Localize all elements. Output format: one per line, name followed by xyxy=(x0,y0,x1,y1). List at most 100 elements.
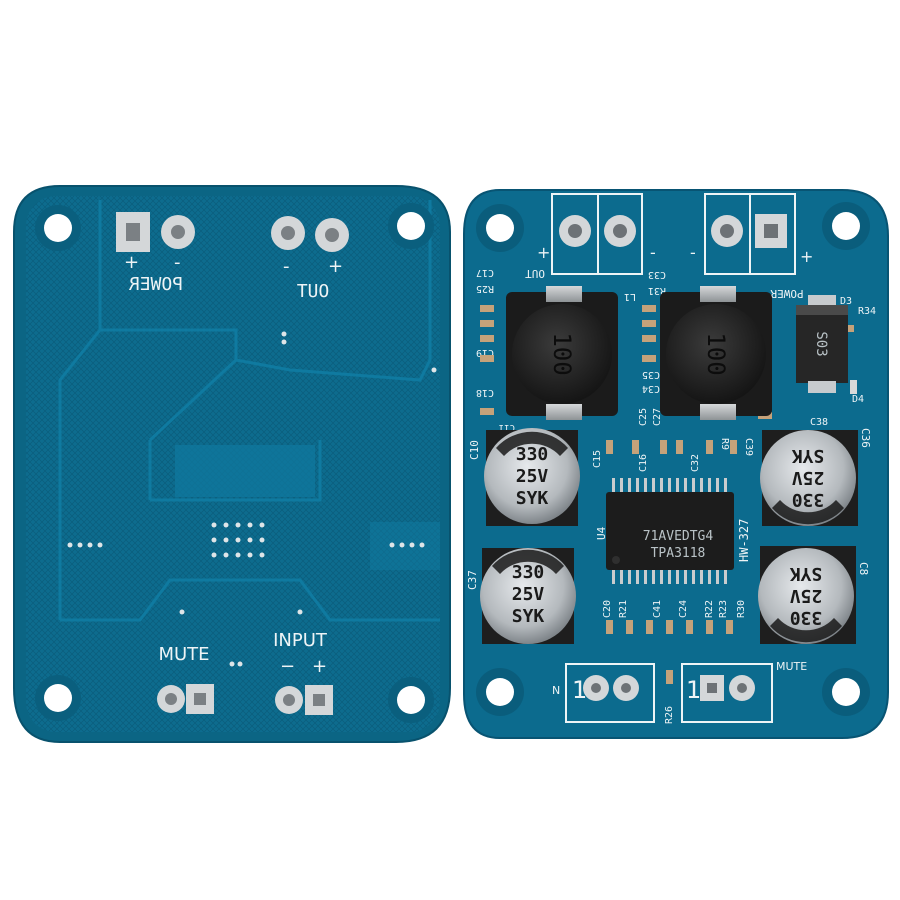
ref-c25: C25 xyxy=(638,408,649,426)
ref-c15: C15 xyxy=(592,450,603,468)
front-mute-label: MUTE xyxy=(776,660,807,673)
front-out-label: OUT xyxy=(525,267,545,280)
front-mute-terminal xyxy=(681,663,773,723)
cap-br-line1: 330 xyxy=(790,607,823,628)
capacitor-bottom-left: 330 25V SYK xyxy=(480,548,576,644)
back-power-plus: + xyxy=(124,252,139,273)
back-trace-outline xyxy=(58,200,440,622)
front-minus-left: - xyxy=(650,243,656,262)
back-out-label: OUT xyxy=(297,281,330,302)
ref-c17: C17 xyxy=(476,267,494,278)
front-minus-right: - xyxy=(690,243,696,262)
ref-c8: C8 xyxy=(857,562,870,575)
front-power-terminal xyxy=(704,193,796,275)
cap-tl-line3: SYK xyxy=(516,488,549,509)
cap-tr-line3: SYK xyxy=(792,445,825,466)
back-input-pads xyxy=(275,685,333,715)
ref-d3: D3 xyxy=(840,296,852,307)
cap-br-line3: SYK xyxy=(790,563,823,584)
ref-c39: C39 xyxy=(743,438,754,456)
front-board: OUT POWER + - - + C17 R25 C33 R31 L1 L4 … xyxy=(463,189,889,739)
capacitor-top-left: 330 25V SYK xyxy=(484,428,580,526)
chip-line2: TPA3118 xyxy=(651,546,706,561)
front-pin1-left: 1 xyxy=(572,676,587,704)
ref-c38: C38 xyxy=(810,417,828,428)
ref-r34: R34 xyxy=(858,306,876,317)
back-out-pads xyxy=(271,216,349,252)
ref-r25: R25 xyxy=(476,283,494,294)
ref-c27: C27 xyxy=(652,408,663,426)
back-out-plus: + xyxy=(328,256,343,277)
front-input-terminal xyxy=(565,663,655,723)
back-vias xyxy=(67,331,437,667)
back-chip-footprint xyxy=(175,445,315,497)
back-mute-pads xyxy=(157,684,214,714)
front-pin1-right: 1 xyxy=(686,676,701,704)
front-mounting-hole-br xyxy=(822,668,870,716)
ref-r9: R9 xyxy=(719,438,730,450)
inductor-right: 100 xyxy=(660,286,772,420)
back-mute-label: MUTE xyxy=(158,644,209,665)
front-power-label: POWER xyxy=(770,287,803,300)
back-right-pad-area xyxy=(370,522,440,570)
ref-d4: D4 xyxy=(852,394,864,405)
ref-c11: C11 xyxy=(499,422,515,432)
back-input-plus: + xyxy=(312,656,327,677)
cap-bl-line2: 25V xyxy=(512,584,545,605)
back-power-pads xyxy=(116,212,195,252)
cap-bl-line1: 330 xyxy=(512,562,545,583)
cap-tr-line1: 330 xyxy=(792,489,825,510)
front-plus-left: + xyxy=(537,243,550,262)
ref-c16: C16 xyxy=(638,454,649,472)
back-out-label-group: OUT xyxy=(297,281,330,302)
ref-c35: C35 xyxy=(642,369,660,380)
front-mounting-hole-tl xyxy=(476,204,524,252)
cap-tl-line1: 330 xyxy=(516,444,549,465)
back-mounting-hole-tr xyxy=(388,203,434,249)
diode-s03: S03 xyxy=(796,295,848,393)
ref-l1: L1 xyxy=(624,291,636,302)
back-mounting-hole-tl xyxy=(35,205,81,251)
front-in-label: N xyxy=(552,684,560,697)
cap-tl-line2: 25V xyxy=(516,466,549,487)
inductor-left-value: 100 xyxy=(548,332,576,375)
ref-r26: R26 xyxy=(664,706,675,724)
cap-br-line2: 25V xyxy=(790,585,823,606)
ref-c36: C36 xyxy=(859,428,872,448)
cap-bl-line3: SYK xyxy=(512,606,545,627)
front-mounting-hole-tr xyxy=(822,202,870,250)
back-power-label: POWER xyxy=(129,274,183,295)
amplifier-chip: 71AVEDTG4 TPA3118 xyxy=(606,478,734,584)
board-code: HW-327 xyxy=(737,519,751,562)
capacitor-bottom-right: 330 25V SYK xyxy=(758,546,856,644)
back-board: POWER + - OUT - + MUTE INPUT − + xyxy=(13,185,451,743)
capacitor-top-right: 330 25V SYK xyxy=(760,430,858,526)
inductor-right-value: 100 xyxy=(702,332,730,375)
front-out-terminal xyxy=(551,193,643,275)
front-mounting-hole-bl xyxy=(476,668,524,716)
back-mounting-hole-bl xyxy=(35,675,81,721)
diode-code: S03 xyxy=(813,331,829,356)
back-power-label-group: POWER xyxy=(129,274,183,295)
cap-tr-line2: 25V xyxy=(792,467,825,488)
back-input-label: INPUT xyxy=(273,630,328,651)
chip-line1: 71AVEDTG4 xyxy=(643,529,714,544)
ref-c19: C19 xyxy=(476,347,494,358)
ref-r22: R22 xyxy=(704,600,715,618)
ref-c20: C20 xyxy=(602,600,613,618)
ref-c18: C18 xyxy=(476,387,494,398)
ref-c33: C33 xyxy=(648,269,666,280)
ref-c37: C37 xyxy=(466,570,479,590)
back-power-minus: - xyxy=(174,252,181,273)
ref-r23: R23 xyxy=(718,600,729,618)
ref-c34: C34 xyxy=(642,383,660,394)
ref-c10: C10 xyxy=(468,440,481,460)
ref-r30: R30 xyxy=(736,600,747,618)
ref-c32: C32 xyxy=(690,454,701,472)
ref-r21: R21 xyxy=(618,600,629,618)
back-mounting-hole-br xyxy=(388,677,434,723)
back-out-minus: - xyxy=(283,256,290,277)
ref-u4: U4 xyxy=(595,526,608,540)
back-input-minus: − xyxy=(280,656,295,677)
